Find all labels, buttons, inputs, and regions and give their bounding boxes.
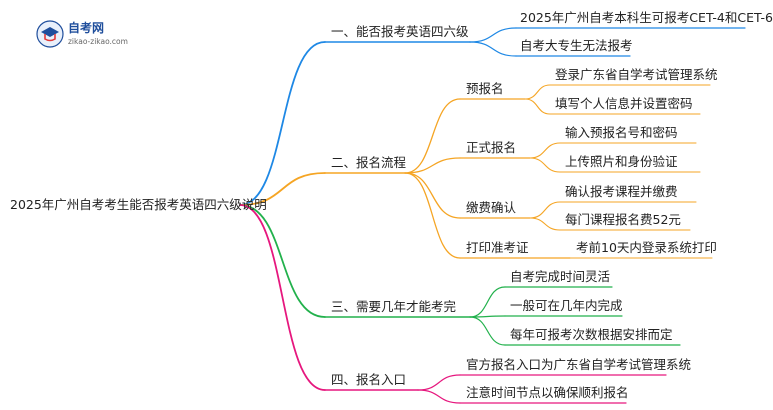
branch-4-child-1: 官方报名入口为广东省自学考试管理系统 <box>466 357 692 372</box>
edge-sub-2-step-2 <box>529 157 561 173</box>
edge-branch-3-child-1 <box>469 286 506 318</box>
edge-sub-1-step-2 <box>524 98 551 115</box>
edge-root-branch-1 <box>239 41 326 206</box>
logo-title: 自考网 <box>68 21 105 35</box>
edge-branch-3-child-3 <box>469 316 506 346</box>
edge-sub-2-step-1 <box>529 142 561 159</box>
edge-sub-3-step-2 <box>529 217 561 231</box>
mindmap: 自考网 zikao-zikao.com 2025年广州自考考生能否报考英语四六级… <box>10 10 773 404</box>
edge-branch-2-sub-3 <box>404 172 461 219</box>
sub-preregister: 预报名 <box>466 81 504 96</box>
edge-root-branch-2 <box>239 172 326 206</box>
branch-1-child-2: 自考大专生无法报考 <box>520 38 633 53</box>
edge-branch-1-child-1 <box>469 27 517 43</box>
edge-branch-4-child-2 <box>417 389 461 404</box>
sub-formal-register: 正式报名 <box>466 140 517 155</box>
logo-domain: zikao-zikao.com <box>68 37 128 46</box>
step-print-1: 考前10天内登录系统打印 <box>576 240 717 255</box>
sub-payment: 缴费确认 <box>466 200 517 215</box>
logo: 自考网 zikao-zikao.com <box>36 18 156 50</box>
step-payment-1: 确认报考课程并缴费 <box>565 184 678 199</box>
root-node: 2025年广州自考考生能否报考英语四六级说明 <box>10 197 267 212</box>
step-formal-2: 上传照片和身份验证 <box>565 154 678 169</box>
edge-branch-4-child-1 <box>417 374 461 391</box>
branch-3-child-1: 自考完成时间灵活 <box>510 269 611 284</box>
branch-4-label: 四、报名入口 <box>331 372 407 387</box>
edge-sub-1-step-1 <box>524 84 551 100</box>
step-preregister-2: 填写个人信息并设置密码 <box>555 96 693 111</box>
branch-4-child-2: 注意时间节点以确保顺利报名 <box>466 385 629 400</box>
branch-3-child-3: 每年可报考次数根据安排而定 <box>510 327 673 342</box>
branch-1-label: 一、能否报考英语四六级 <box>331 24 469 39</box>
graduation-cap-icon <box>36 20 64 48</box>
edge-root-branch-3 <box>239 204 326 318</box>
branch-3-child-2: 一般可在几年内完成 <box>510 298 623 313</box>
branch-3-label: 三、需要几年才能考完 <box>331 299 457 314</box>
edge-root-branch-4 <box>239 204 326 391</box>
edge-branch-2-sub-4 <box>404 172 461 259</box>
branch-2-label: 二、报名流程 <box>331 155 407 170</box>
edge-sub-3-step-1 <box>529 201 561 219</box>
sub-print-ticket: 打印准考证 <box>466 240 529 255</box>
edge-branch-2-sub-1 <box>404 98 461 174</box>
step-payment-2: 每门课程报名费52元 <box>565 212 681 227</box>
step-formal-1: 输入预报名号和密码 <box>565 125 678 140</box>
connector-layer <box>239 27 746 404</box>
branch-1-child-1: 2025年广州自考本科生可报考CET-4和CET-6 <box>520 10 773 25</box>
step-preregister-1: 登录广东省自学考试管理系统 <box>555 67 718 82</box>
edge-branch-1-child-2 <box>469 41 517 57</box>
edge-branch-2-sub-2 <box>404 157 461 174</box>
